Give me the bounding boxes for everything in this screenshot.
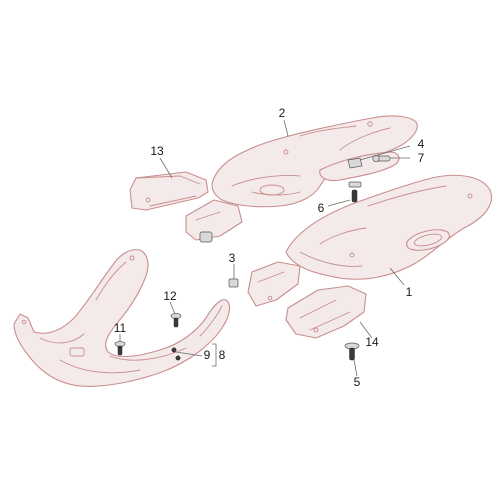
callout-8: 8 — [219, 348, 226, 362]
leader-lines — [119, 119, 411, 377]
screw-12-icon — [170, 313, 182, 328]
callout-9: 9 — [204, 348, 211, 362]
callout-2: 2 — [279, 106, 286, 120]
clip-4-icon — [347, 157, 363, 169]
side-bracket — [185, 199, 243, 243]
callout-4: 4 — [418, 137, 425, 151]
part-1-main-side-cover — [285, 174, 492, 280]
hardware — [114, 154, 391, 361]
washer-9-icon — [171, 347, 177, 353]
screw-11-icon — [114, 341, 126, 356]
part-3-corner-piece — [247, 261, 301, 307]
callout-3: 3 — [229, 251, 236, 265]
clip-3-icon — [228, 278, 239, 288]
callout-6: 6 — [318, 201, 325, 215]
part-14-lower-panel — [285, 285, 367, 339]
screw-5-icon — [344, 342, 360, 361]
washer-8-icon — [175, 355, 181, 361]
callout-14: 14 — [365, 335, 379, 349]
part-2-upper-side-cover — [211, 115, 418, 208]
callout-12: 12 — [163, 289, 177, 303]
callout-13: 13 — [150, 144, 164, 158]
callout-7: 7 — [418, 151, 425, 165]
callout-5: 5 — [354, 375, 361, 389]
part-13-rear-cover — [129, 171, 209, 211]
screw-6-icon — [348, 181, 362, 203]
callout-1: 1 — [406, 285, 413, 299]
floor-tray-part — [13, 249, 231, 387]
screw-7-icon — [372, 154, 391, 163]
callout-labels: 1 2 3 4 5 6 7 8 9 11 12 13 14 — [114, 106, 425, 389]
callout-11: 11 — [114, 321, 127, 335]
